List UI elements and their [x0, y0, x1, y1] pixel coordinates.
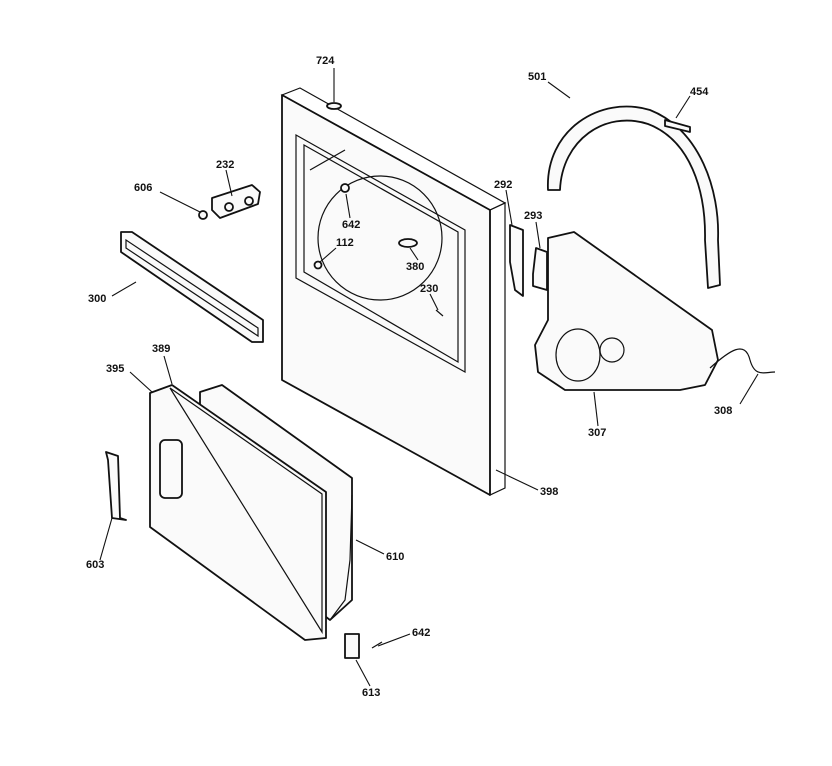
label-613: 613 [362, 687, 380, 699]
label-230: 230 [420, 283, 438, 295]
label-395: 395 [106, 363, 124, 375]
label-398: 398 [540, 486, 558, 498]
label-724: 724 [316, 55, 335, 67]
clip-642 [340, 183, 350, 193]
switch-380 [398, 238, 418, 248]
label-454: 454 [690, 86, 709, 98]
label-307: 307 [588, 427, 606, 439]
front-duct-307 [534, 231, 719, 391]
pad-230 [435, 309, 444, 317]
bracket-232 [211, 184, 261, 219]
leader-lines [99, 68, 759, 687]
label-610: 610 [386, 551, 404, 563]
label-293: 293 [524, 210, 542, 222]
label-389: 389 [152, 343, 170, 355]
screw-724 [326, 102, 342, 110]
label-501: 501 [528, 71, 546, 83]
label-380: 380 [406, 261, 424, 273]
wire-harness-308 [709, 348, 776, 374]
screw-642 [371, 641, 383, 649]
label-642-hinge: 642 [412, 627, 430, 639]
label-606: 606 [134, 182, 152, 194]
door-seal-610 [329, 494, 353, 621]
hinge-613 [344, 633, 360, 659]
clip-112 [313, 260, 323, 270]
screw-606 [198, 210, 208, 220]
label-232: 232 [216, 159, 234, 171]
door-handle-603 [105, 451, 127, 521]
label-300: 300 [88, 293, 106, 305]
bearing-454 [664, 119, 691, 133]
ring-501 [547, 105, 721, 289]
front-panel-398 [280, 87, 507, 496]
bracket-292 [509, 224, 524, 297]
callout-labels: 724 501 454 232 606 642 112 380 292 293 … [86, 55, 732, 699]
label-308: 308 [714, 405, 732, 417]
label-292: 292 [494, 179, 512, 191]
door-395 [149, 384, 327, 641]
lint-filter-housing-300 [120, 231, 264, 343]
label-642-panel: 642 [342, 219, 360, 231]
bracket-293 [532, 247, 548, 291]
label-112: 112 [336, 237, 354, 249]
label-603: 603 [86, 559, 104, 571]
